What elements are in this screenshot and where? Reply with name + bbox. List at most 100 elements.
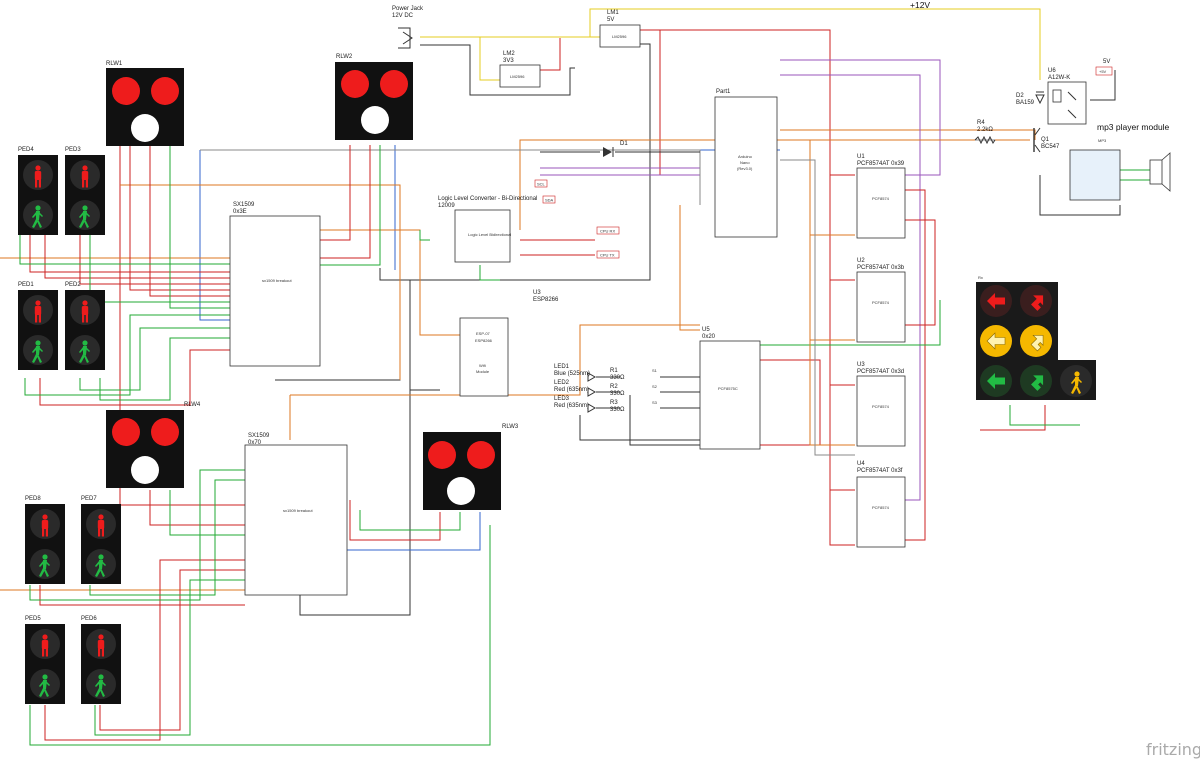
pedestrian-light-ped4: PED4 [18,147,58,235]
wire-5v-1 [640,29,855,546]
wire-purple-1 [540,167,700,176]
wire-purple-3 [780,74,921,501]
svg-text:0x70: 0x70 [248,440,262,446]
wire-orange-6 [780,129,1036,140]
svg-text:LM2596: LM2596 [612,34,627,39]
lm2-regulator: LM2 3V3 LM2596 [499,51,541,88]
svg-text:ESP-07: ESP-07 [476,331,491,336]
svg-text:RLW2: RLW2 [336,54,353,60]
svg-text:Red (635nm): Red (635nm) [554,387,589,393]
svg-text:RLW4: RLW4 [184,402,201,408]
svg-text:S1: S1 [652,368,658,373]
scl-tag: SCL [537,182,546,187]
pedestrian-label: PED1 [18,282,34,288]
svg-text:R3: R3 [610,400,618,406]
wire-5v-3 [659,30,700,176]
svg-text:330Ω: 330Ω [610,391,625,397]
wire-led-3 [579,395,700,446]
wire-red-l11 [44,559,245,741]
svg-text:Arduino: Arduino [738,154,753,159]
svg-text:0x3E: 0x3E [233,209,247,215]
wire-gnd-6 [1090,70,1116,101]
svg-text:PCF8574AT 0x3d: PCF8574AT 0x3d [857,369,904,375]
esp8266-module: U3 ESP8266 ESP-07 ESP8266 Wifi Module [459,290,559,397]
traffic-light-rlw2: RLW2 [335,54,413,140]
svg-text:R4: R4 [977,120,985,126]
pcf8574-u3: U3 PCF8574AT 0x3d PCF8574 [856,362,906,447]
svg-text:PCF8574AT 0x39: PCF8574AT 0x39 [857,161,905,167]
pedestrian-label: PED7 [81,496,97,502]
wire-orange-4 [679,205,700,331]
wire-blue-1 [199,150,230,321]
pedestrian-label: PED5 [25,616,41,622]
wire-pcf-3 [780,159,855,456]
svg-text:S3: S3 [652,400,658,405]
wire-grn-11 [29,525,491,746]
wire-red-l6 [320,145,351,241]
wire-grn-15 [479,265,500,281]
wire-orange-5 [289,324,700,440]
svg-text:ESP8266: ESP8266 [533,297,559,303]
svg-text:(Rev3.0): (Rev3.0) [737,166,753,171]
svg-text:D1: D1 [620,141,628,147]
wire-purple-2 [780,59,941,176]
svg-text:BA159: BA159 [1016,100,1035,106]
arduino-nano: Part1 Arduino Nano (Rev3.0) [714,89,778,238]
svg-text:PCF8574: PCF8574 [872,196,890,201]
relay-section: D2 BA159 U6 A12W-K R4 2.2kΩ Q1 BC547 5V … [974,59,1171,201]
svg-text:LED2: LED2 [554,380,570,386]
svg-text:Part1: Part1 [716,89,731,95]
wire-grn-12 [94,579,245,736]
svg-text:PCF8574: PCF8574 [872,300,890,305]
cpu-rx-tag: CPU RX [600,229,615,234]
svg-text:LED1: LED1 [554,364,570,370]
svg-text:330Ω: 330Ω [610,407,625,413]
net-label-12v: +12V [910,0,930,10]
svg-text:U6: U6 [1048,68,1056,74]
pedestrian-label: PED4 [18,147,34,153]
pcf8575-u5: U5 0x20 PCF8575C [699,327,761,450]
sx1509-0x3e: SX1509 0x3E sx1509 breakout [229,202,321,367]
pcf8574-u1: U1 PCF8574AT 0x39 PCF8574 [856,154,906,239]
svg-text:Q1: Q1 [1041,137,1050,143]
wire-red-l5 [149,145,230,297]
wire-red-l16 [980,405,1046,431]
logic-level-converter: Logic Level Converter - Bi-Directional 1… [438,196,537,263]
mp3-player-label: mp3 player module [1097,122,1170,132]
pedestrian-light-ped3: PED3 [65,147,105,235]
signal-tags: SCL SDA CPU RX CPU TX [534,179,620,259]
svg-text:Wifi: Wifi [479,363,486,368]
wire-grn-6 [79,327,230,391]
wire-5v-5 [540,38,561,71]
wire-red-l3 [79,235,230,285]
wire-grn-3 [169,145,230,309]
svg-text:Logic Level Converter - Bi-Dir: Logic Level Converter - Bi-Directional [438,196,537,202]
pedestrian-light-ped5: PED5 [25,616,65,704]
svg-text:S2: S2 [652,384,658,389]
wire-gnd-5 [1039,175,1121,216]
wire-grn-2 [89,235,230,303]
led-row-2: LED2 Red (635nm) R2 330Ω S2 [554,380,658,397]
pedestrian-label: PED2 [65,282,81,288]
svg-text:Red (635nm): Red (635nm) [554,403,589,409]
pedestrian-light-ped7: PED7 [81,496,121,584]
arrow-signal-panel: Rx [976,275,1096,400]
power-jack-value: 12V DC [392,13,414,19]
wire-red-l9 [149,490,245,526]
svg-text:Nano: Nano [740,160,750,165]
wire-led-2 [660,376,700,409]
svg-text:BC547: BC547 [1041,144,1060,150]
wire-grn-16 [1009,405,1080,426]
diode-d1: D1 [603,141,628,157]
wire-red-l10 [39,585,245,606]
svg-text:LM2: LM2 [503,51,515,57]
svg-text:U1: U1 [857,154,865,160]
svg-text:330Ω: 330Ω [610,375,625,381]
fritzing-logo: fritzing [1146,740,1200,759]
wire-grn-4 [320,145,381,266]
pedestrian-light-ped1: PED1 [18,282,58,370]
svg-text:U2: U2 [857,258,865,264]
wire-gnd-2 [379,43,651,281]
svg-text:Logic Level Bidirectional: Logic Level Bidirectional [468,232,511,237]
power-jack: Power Jack 12V DC [392,6,424,49]
